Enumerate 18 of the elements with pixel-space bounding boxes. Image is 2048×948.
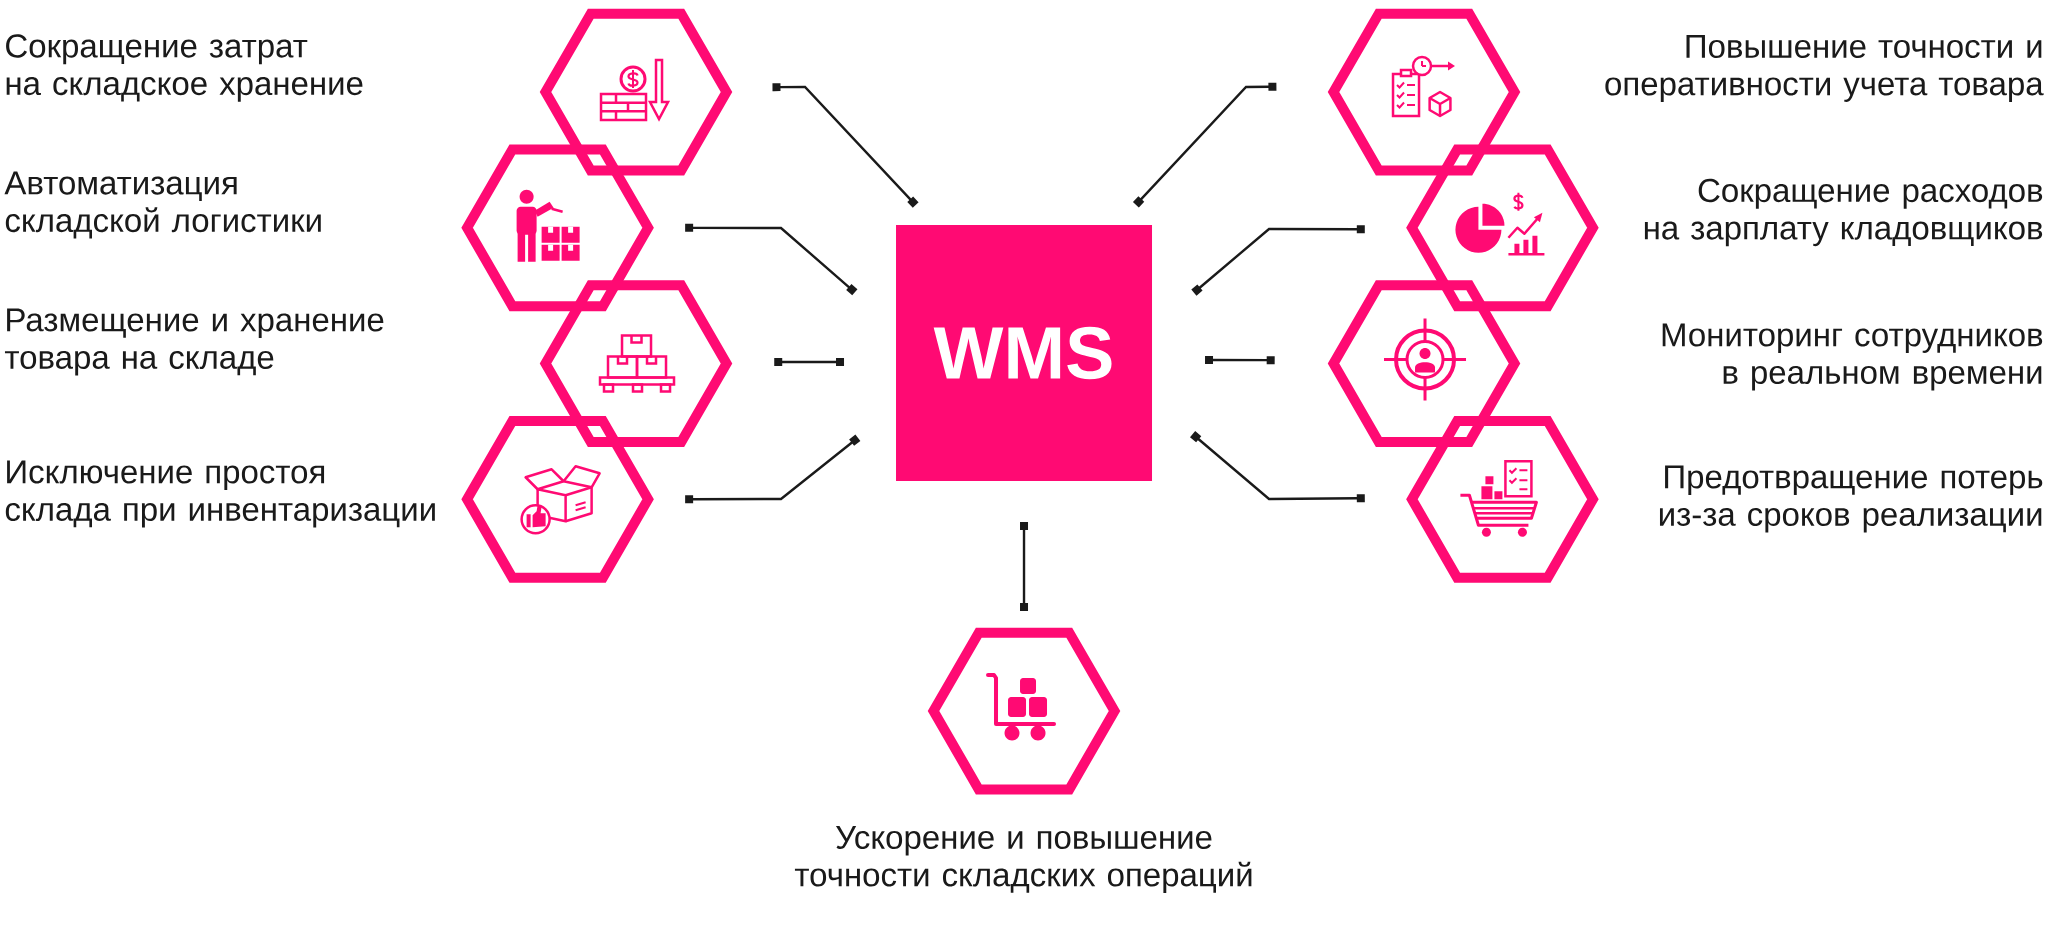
label: Сокращение затрат на складское хранение (6, 34, 363, 102)
node-label: Исключение простоя склада при инвентаризации (5, 460, 435, 528)
label: Мониторинг сотрудников в реальном времени (1662, 323, 2043, 391)
label: Автоматизация складской логистики (4, 171, 321, 239)
connector-line (1190, 431, 1365, 503)
hexagon (461, 415, 654, 583)
hexagon (461, 144, 654, 312)
connector-line (772, 83, 919, 208)
node-label: Предотвращение потерь из-за сроков реализации (1660, 465, 2043, 533)
connector-line (1020, 522, 1028, 612)
connector-line (1205, 355, 1275, 365)
connector-line (1191, 225, 1365, 296)
node-label: Сокращение расходов на зарплату кладовщиков (1644, 178, 2043, 247)
label: Размещение и хранение товара на складе (4, 308, 384, 376)
hub-box: WMS (896, 225, 1152, 481)
label: Повышение точности и оперативности учета товара (1605, 34, 2044, 102)
node-label: Ускорение и повышение точности складских операций (794, 826, 1252, 894)
connector-line (774, 357, 845, 366)
